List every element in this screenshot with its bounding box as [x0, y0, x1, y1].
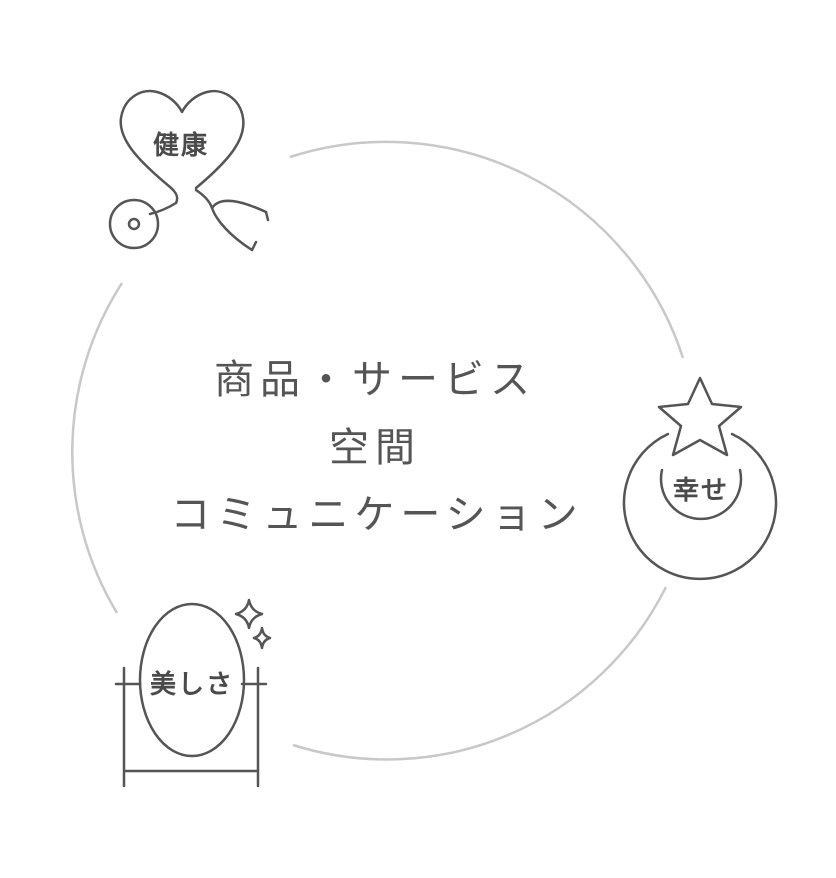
- stethoscope-earpiece: [194, 188, 268, 252]
- medal-outer-ring: [622, 432, 778, 581]
- center-line-2: 空間: [329, 425, 421, 471]
- ring-arc-left: [71, 282, 124, 614]
- ring: [71, 140, 685, 761]
- stethoscope-tube: [148, 201, 178, 216]
- heart-stethoscope-icon: [108, 89, 270, 252]
- star-outline: [657, 376, 743, 457]
- node-happiness: 幸せ: [622, 376, 778, 581]
- stethoscope-earpiece-tips: [250, 210, 270, 252]
- beauty-label: 美しさ: [150, 669, 234, 700]
- star-medal-icon: [622, 376, 778, 581]
- mirror-frame: [114, 666, 268, 788]
- stethoscope-chestpiece-inner: [127, 217, 141, 231]
- heart-outline: [119, 89, 245, 205]
- node-beauty: 美しさ: [114, 598, 272, 788]
- medal-inner-ring: [659, 468, 743, 521]
- stethoscope-chestpiece: [108, 198, 160, 250]
- mirror-sparkle-icon: [114, 598, 272, 788]
- mirror-oval: [138, 602, 246, 758]
- sparkle-small: [252, 626, 272, 650]
- ring-arc-top: [289, 140, 685, 359]
- sparkle-large: [234, 598, 264, 630]
- center-line-1: 商品・サービス: [214, 357, 536, 403]
- health-label: 健康: [153, 130, 209, 161]
- center-line-3: コミュニケーション: [170, 492, 583, 538]
- node-health: 健康: [108, 89, 270, 252]
- ring-arc-right-bottom: [292, 586, 668, 761]
- center-text: 商品・サービス 空間 コミュニケーション: [170, 357, 583, 538]
- happiness-label: 幸せ: [673, 476, 729, 506]
